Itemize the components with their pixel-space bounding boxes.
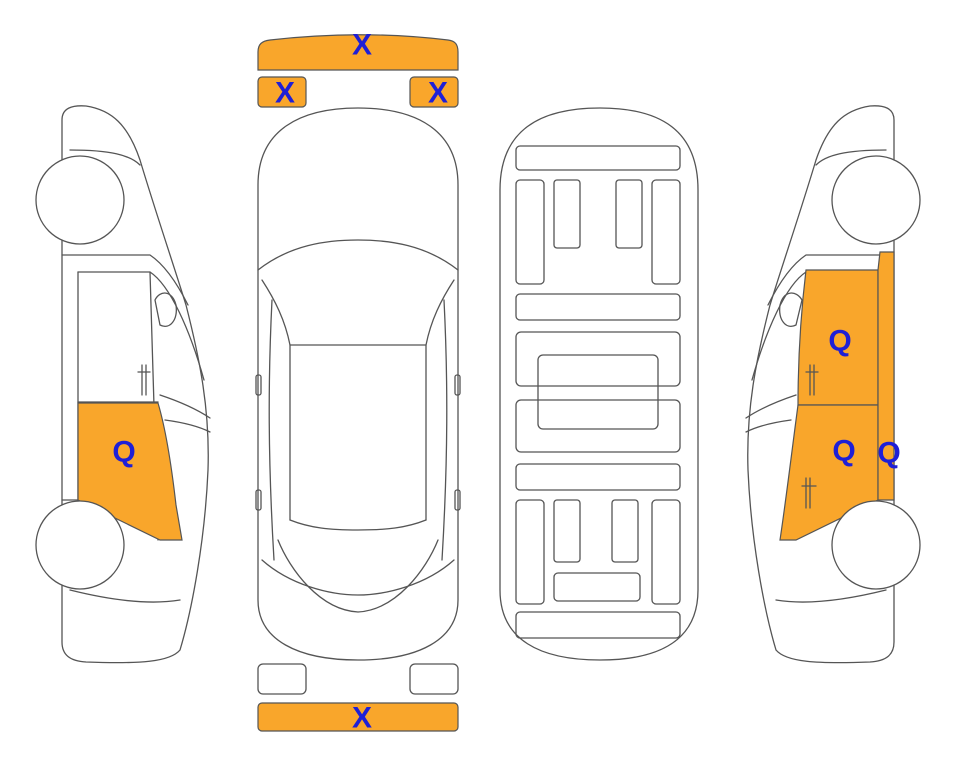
- interior-view: [499, 107, 699, 661]
- front-bumper-label: X: [352, 29, 372, 62]
- interior-outline: [499, 107, 699, 661]
- left-rear-door-label: Q: [112, 436, 135, 469]
- right-pillar-damage: [877, 251, 895, 501]
- rear-right-lamp: [409, 663, 459, 695]
- left-side-view: Q: [35, 105, 211, 664]
- right-rear-door-damage: [779, 404, 879, 541]
- right-front-door-label: Q: [828, 325, 851, 358]
- right-pillar-label: Q: [877, 437, 900, 470]
- left-rear-door-damage: [77, 402, 183, 541]
- left-front-wheel: [35, 155, 125, 245]
- top-view: X X X X: [255, 29, 461, 735]
- right-rear-wheel: [831, 500, 921, 590]
- left-rear-wheel: [35, 500, 125, 590]
- front-left-lamp-damage: [257, 76, 307, 108]
- front-right-lamp-damage: [409, 76, 459, 108]
- rear-bumper-label: X: [352, 702, 372, 735]
- front-bumper-damage: [257, 34, 459, 71]
- rear-bumper-damage: [257, 702, 459, 732]
- front-left-lamp-label: X: [275, 77, 295, 110]
- right-rear-door-label: Q: [832, 435, 855, 468]
- rear-left-lamp: [257, 663, 307, 695]
- front-right-lamp-label: X: [428, 77, 448, 110]
- right-front-wheel: [831, 155, 921, 245]
- right-side-view: Q Q Q: [745, 105, 921, 664]
